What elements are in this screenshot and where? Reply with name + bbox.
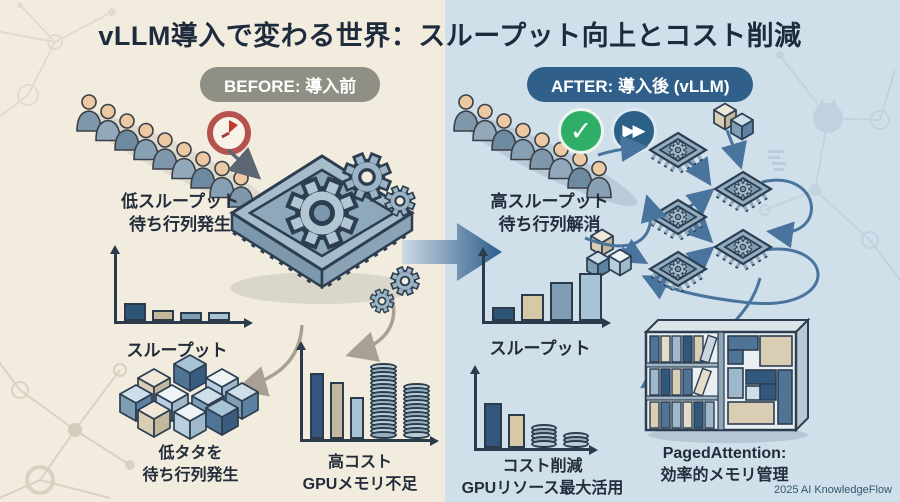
after-throughput-label: スループット	[489, 339, 591, 358]
gear-icon	[369, 288, 395, 314]
after-cost-chart	[462, 365, 598, 461]
gear-icon	[668, 140, 688, 160]
before-flow-arrows	[226, 146, 421, 397]
gear-icon	[285, 176, 359, 250]
gpu-chip-network	[586, 102, 820, 305]
before-cubes-caption: 低タタを 待ち行列発生	[142, 445, 239, 484]
y-axis-arrow	[296, 341, 306, 350]
fast-forward-icon: ▶▶	[611, 108, 657, 154]
gear-icon	[733, 237, 753, 257]
x-axis-arrow	[430, 436, 439, 446]
y-axis-arrow	[478, 247, 488, 256]
gear-icon	[384, 185, 416, 217]
before-after-arrow	[402, 223, 502, 281]
x-axis-arrow	[589, 445, 598, 455]
shelf-caption: PagedAttention: 効率的メモリ管理	[660, 445, 789, 484]
after-queue-caption: 高スループット 待ち行列解消	[490, 192, 609, 234]
people-queue-icon	[453, 94, 638, 207]
chart-plot-area	[300, 350, 430, 442]
before-throughput-chart	[102, 245, 253, 334]
request-cubes-icon	[119, 354, 259, 440]
people-queue-icon	[76, 94, 270, 209]
gear-icon	[668, 207, 688, 227]
x-axis-arrow	[602, 318, 611, 328]
before-cost-caption: 高コスト GPUメモリ不足	[302, 454, 418, 493]
before-badge: BEFORE: 導入前	[200, 67, 381, 102]
before-cost-chart	[288, 341, 439, 452]
after-badge: AFTER: 導入後 (vLLM)	[527, 67, 754, 102]
before-throughput-label: スループット	[126, 341, 228, 360]
gear-icon	[389, 265, 421, 297]
github-icon	[813, 98, 843, 133]
after-cost-caption: コスト削減 GPUリソース最大活用	[461, 458, 624, 497]
gear-icon	[341, 151, 393, 203]
bookshelf-icon	[643, 317, 811, 443]
gear-icon	[668, 259, 688, 279]
y-axis-arrow	[470, 365, 480, 374]
chart-plot-area	[474, 374, 589, 451]
chart-plot-area	[482, 256, 602, 324]
network-decoration-right	[759, 51, 900, 281]
check-icon: ✓	[558, 108, 604, 154]
after-throughput-chart	[470, 247, 611, 334]
page-title: vLLM導入で変わる世界：スループット向上とコスト削減	[98, 21, 802, 51]
y-axis-arrow	[110, 245, 120, 254]
chart-plot-area	[114, 254, 244, 324]
x-axis-arrow	[244, 318, 253, 328]
network-decoration-top-left	[0, 2, 116, 118]
gear-icon	[733, 179, 753, 199]
before-queue-caption: 低スループット 待ち行列発生	[121, 192, 239, 234]
footer-credit: 2025 AI KnowledgeFlow	[773, 484, 892, 496]
